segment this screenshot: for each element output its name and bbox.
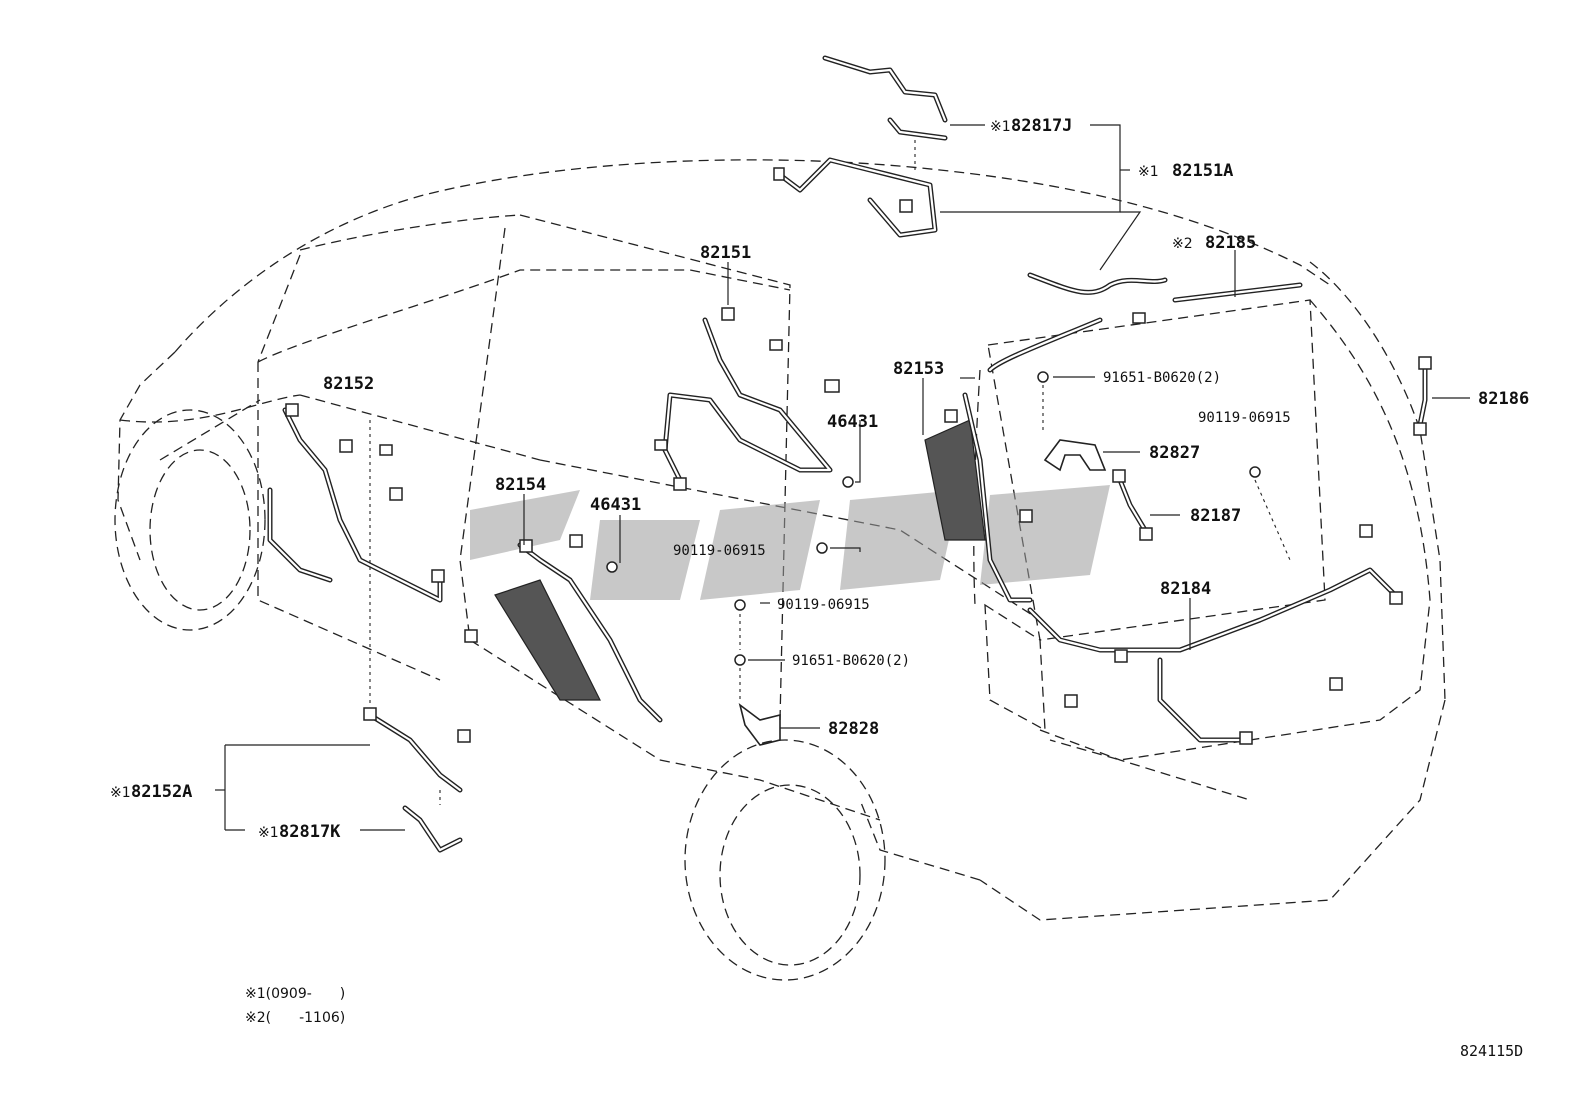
bolt-91651-low <box>734 654 746 666</box>
part-label-46431-upper: 46431 <box>827 412 878 432</box>
part-label-82154: 82154 <box>495 475 546 495</box>
front-wheel <box>114 409 266 631</box>
part-label-82152: 82152 <box>323 374 374 394</box>
part-label-82152A: ※1 82152A <box>110 782 192 802</box>
bracket-82827 <box>1043 439 1107 472</box>
part-label-82186: 82186 <box>1478 389 1529 409</box>
bolt-90119-right <box>1249 466 1261 478</box>
harness-82151A <box>773 157 938 238</box>
svg-text:82151A: 82151A <box>1172 161 1233 181</box>
svg-text:82185: 82185 <box>1205 233 1256 253</box>
part-label-91651-low: 91651-B0620(2) <box>792 653 910 669</box>
watermark-logo <box>470 485 1110 600</box>
part-label-90119-right: 90119-06915 <box>1198 410 1291 426</box>
note-mark-1: ※1 <box>1138 164 1159 180</box>
footnote-2: ※2( -1106) <box>245 1010 345 1026</box>
figure-code: 824115D <box>1460 1042 1523 1060</box>
part-label-90119-low: 90119-06915 <box>777 597 870 613</box>
clip-46431-upper <box>842 476 854 488</box>
rear-wheel <box>684 739 886 981</box>
bolt-91651-top <box>1037 371 1049 383</box>
harness-82152A <box>363 707 471 793</box>
part-label-46431-lower: 46431 <box>590 495 641 515</box>
harness-82187 <box>1112 469 1153 541</box>
part-label-82828: 82828 <box>828 719 879 739</box>
harness-82184 <box>1027 524 1403 745</box>
svg-text:82817J: 82817J <box>1011 116 1072 136</box>
svg-text:82817K: 82817K <box>279 822 341 842</box>
bolt-90119-low <box>734 599 746 611</box>
bolt-90119-mid <box>816 542 828 554</box>
harness-82186 <box>1413 356 1432 436</box>
note-mark-2: ※2 <box>1172 236 1193 252</box>
note-mark-1: ※1 <box>110 785 131 801</box>
part-label-82185: ※2 82185 <box>1172 233 1256 253</box>
part-label-82187: 82187 <box>1190 506 1241 526</box>
harness-82154 <box>464 534 663 723</box>
harness-82151 <box>654 307 840 491</box>
part-label-82817J: ※1 82817J <box>990 116 1072 136</box>
part-label-82151A: ※1 82151A <box>1138 161 1233 181</box>
clip-46431-lower <box>606 561 618 573</box>
part-label-82827: 82827 <box>1149 443 1200 463</box>
note-mark-1: ※1 <box>990 119 1011 135</box>
harness-82185 <box>987 272 1303 373</box>
part-label-82151: 82151 <box>700 243 751 263</box>
svg-text:82152A: 82152A <box>131 782 192 802</box>
part-label-82817K: ※1 82817K <box>258 822 341 842</box>
part-label-91651-top: 91651-B0620(2) <box>1103 370 1221 386</box>
harness-82817J <box>822 55 948 141</box>
note-mark-1: ※1 <box>258 825 279 841</box>
part-label-82184: 82184 <box>1160 579 1211 599</box>
harness-82153 <box>924 392 1033 603</box>
footnote-1: ※1(0909- ) <box>245 986 345 1002</box>
harness-82817K <box>402 805 463 853</box>
part-label-82153: 82153 <box>893 359 944 379</box>
leader-lines <box>215 124 1470 831</box>
harness-82152 <box>267 403 445 603</box>
reference-lines <box>369 140 1291 805</box>
part-label-90119-mid: 90119-06915 <box>673 543 766 559</box>
bracket-82828 <box>738 703 781 746</box>
